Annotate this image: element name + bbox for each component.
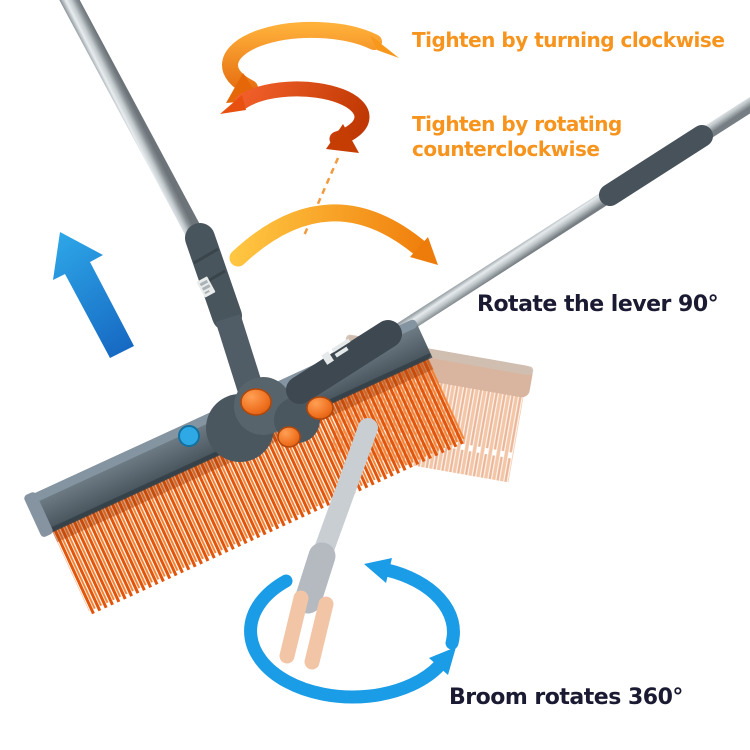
orange-knob-3: [277, 426, 301, 448]
ferrule2-mark-1: [321, 351, 334, 365]
blue-knob: [178, 425, 200, 447]
rotation-arrowhead-right: [429, 647, 456, 675]
swirl-orange-tail: [370, 35, 399, 58]
ferrule-label-line-3: [204, 290, 210, 295]
joint-hub: [178, 314, 402, 462]
rotation-arc-short: [380, 563, 460, 650]
label-tighten-ccw-line1: Tighten by rotating: [412, 112, 622, 136]
rotate-360-arrows-icon: [244, 558, 460, 704]
pole-right-ferrule-label: [321, 338, 351, 365]
label-tighten-clockwise: Tighten by turning clockwise: [412, 28, 725, 52]
swirl-red-ribbon: [234, 81, 370, 147]
lever-90-arrow-icon: [229, 204, 438, 267]
counterclockwise-swirl-arrow-icon: [220, 81, 370, 153]
label-tighten-ccw-line2: counterclockwise: [412, 137, 600, 161]
lever-arrowhead: [410, 237, 438, 265]
rotation-arrowhead-top: [364, 558, 392, 583]
ghost-prong-right: [304, 596, 334, 670]
orange-knob-1: [240, 388, 272, 416]
broom-bar-endcap: [24, 492, 53, 537]
ghost-prong-left: [279, 590, 309, 664]
swirl-red-tail: [220, 95, 246, 114]
ferrule-label-line-1: [199, 279, 209, 287]
label-tighten-counterclockwise: Tighten by rotating counterclockwise: [412, 112, 622, 162]
orange-knob-2: [306, 396, 334, 420]
lift-arrow-icon: [53, 232, 134, 358]
label-broom-rotates: Broom rotates 360°: [449, 685, 683, 710]
broom-bristles: [49, 352, 467, 615]
ferrule-rib-1: [193, 247, 219, 265]
label-rotate-lever: Rotate the lever 90°: [477, 292, 719, 317]
pole-right-ferrule: [286, 320, 402, 404]
ferrule2-mark-2: [331, 338, 351, 353]
ferrule-label: [196, 276, 216, 298]
rotation-arc-long: [244, 574, 447, 704]
ghost-handle-shaft: [308, 418, 378, 576]
pole-right-grip: [599, 125, 713, 206]
pole-left-shaft: [59, 0, 220, 271]
ghost-handle-cap: [294, 542, 336, 614]
ghost-handle: [279, 418, 378, 670]
ferrule2-mark-3: [334, 346, 349, 358]
handle-pole-left: [59, 0, 242, 331]
ferrule-label-line-2: [202, 284, 211, 291]
dashed-connector-line: [301, 157, 340, 239]
swirl-red-arrowhead: [326, 124, 359, 153]
swirl-orange-ribbon: [222, 21, 382, 96]
lever-arrow-curve: [229, 204, 431, 267]
